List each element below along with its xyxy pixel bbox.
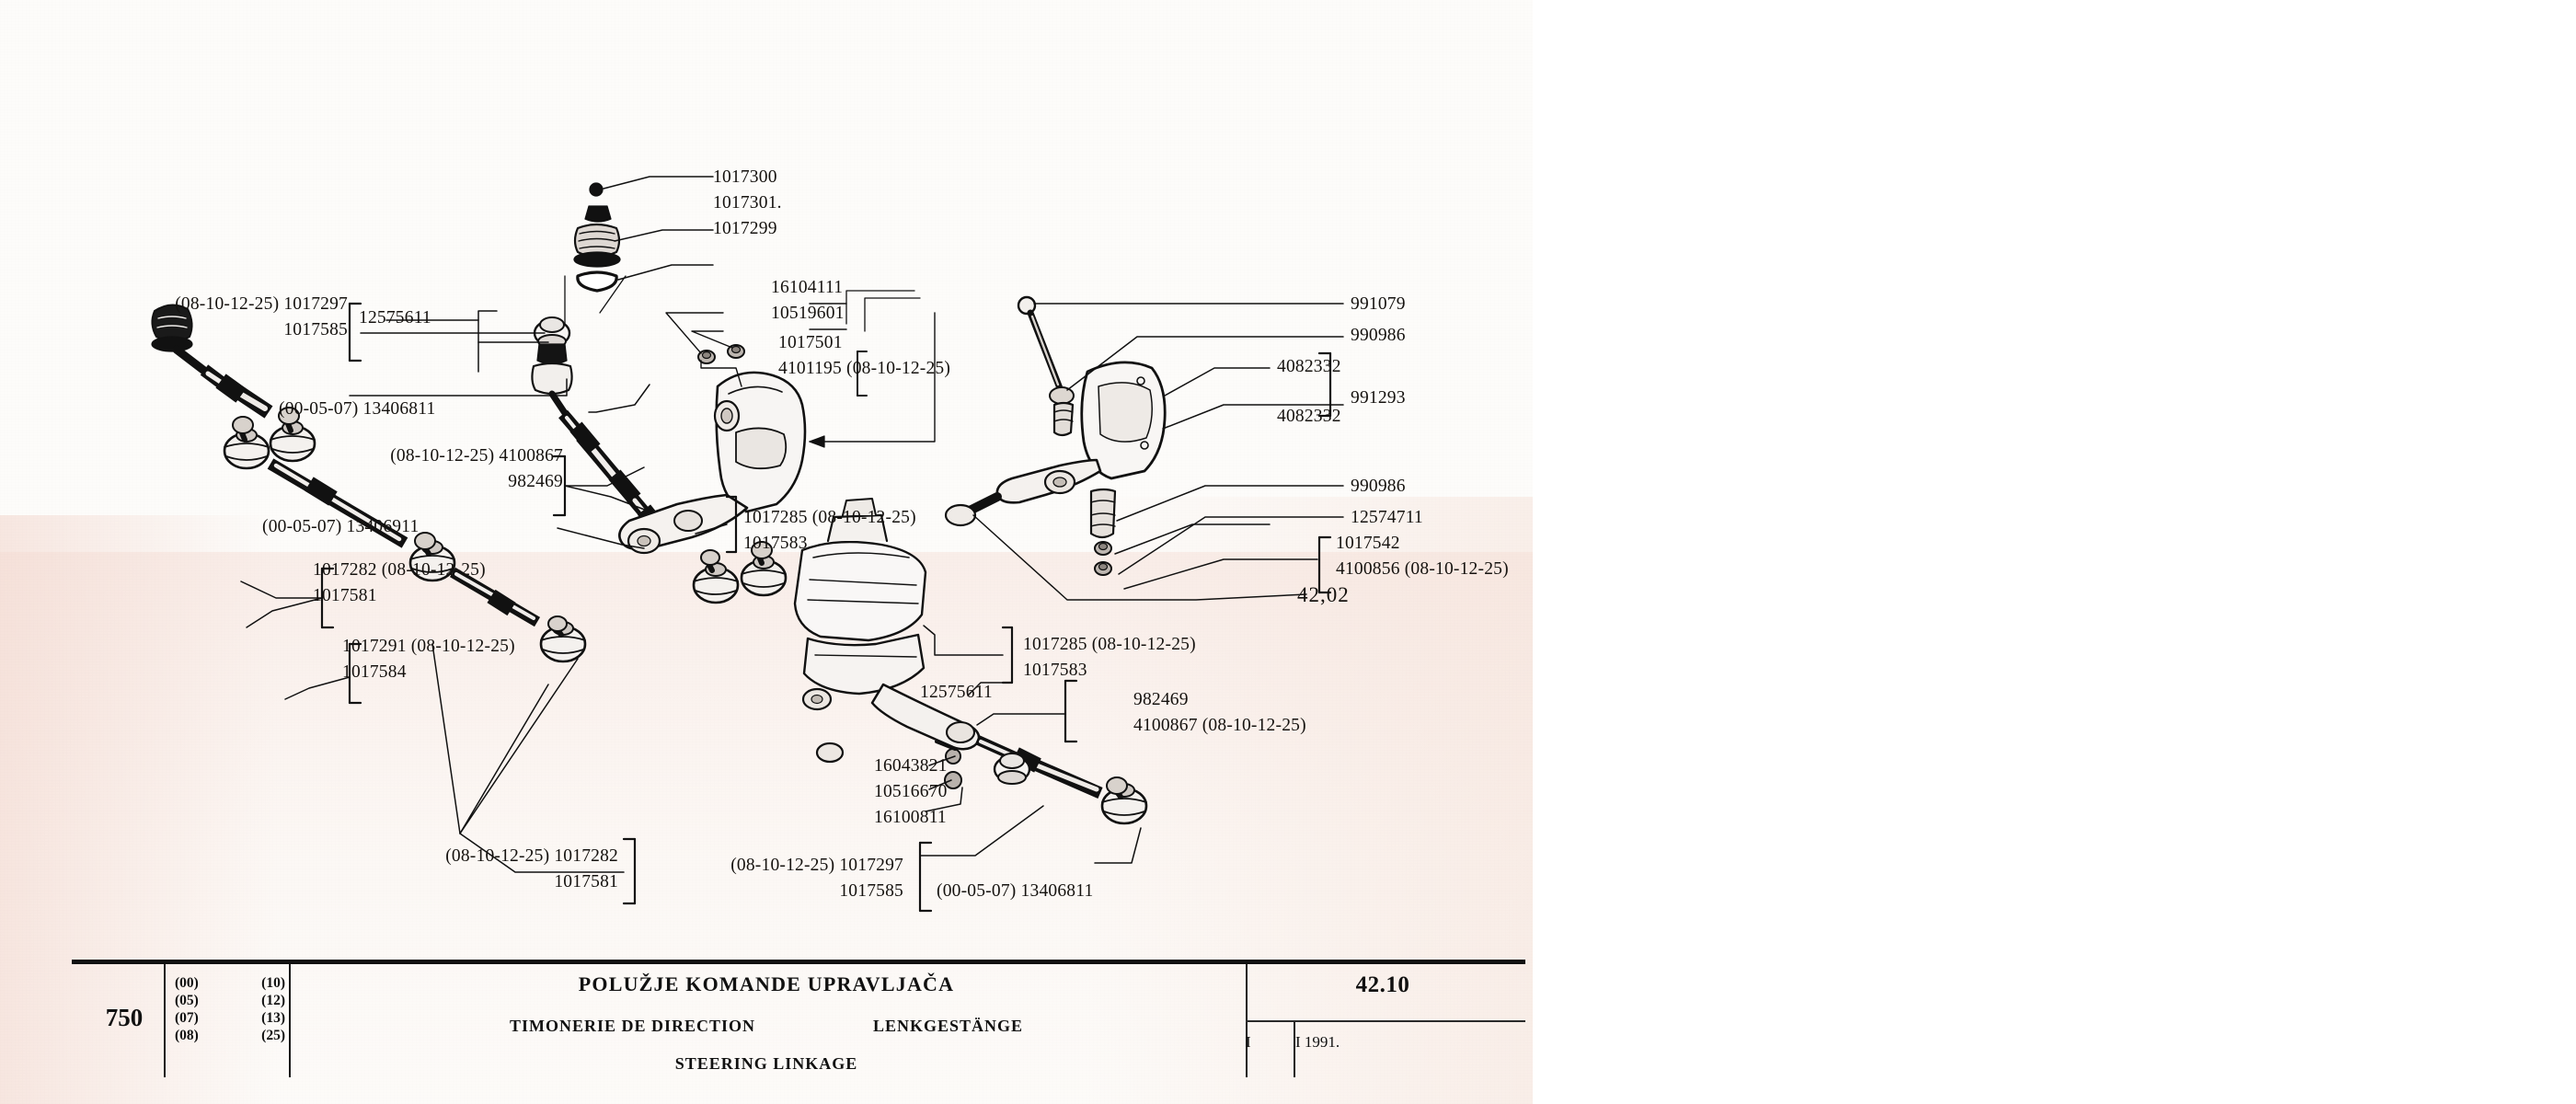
callout-16100811: 16100811 <box>874 808 947 827</box>
callout-4082332-upper: 4082332 <box>1277 357 1341 376</box>
callout-1017297-bottom: (08-10-12-25) 1017297 <box>730 856 903 875</box>
code-right: (13) <box>261 1010 285 1026</box>
left-lower-tie-rod <box>151 304 587 663</box>
callout-1017581-mid: 1017581 <box>313 586 377 605</box>
code-row: (07) (13) <box>175 1009 285 1027</box>
code-left: (05) <box>175 993 199 1008</box>
callout-4082332-lower: 4082332 <box>1277 407 1341 426</box>
callout-12574711: 12574711 <box>1351 508 1423 527</box>
plate-title-german: LENKGESTÄNGE <box>873 1017 1024 1035</box>
code-right: (10) <box>261 975 285 991</box>
callout-13406811-bottom: (00-05-07) 13406811 <box>937 881 1094 901</box>
code-row: (00) (10) <box>175 974 285 992</box>
callout-1017300: 1017300 <box>713 167 777 187</box>
plate-title-row-2: TIMONERIE DE DIRECTION LENKGESTÄNGE <box>302 1017 1231 1036</box>
callout-12575611-lower: 12575611 <box>920 683 993 702</box>
callout-1017297-upper: (08-10-12-25) 1017297 <box>175 294 348 314</box>
callout-1017301: 1017301. <box>713 193 782 213</box>
callout-1017581-bottom: 1017581 <box>554 872 618 891</box>
code-right: (12) <box>261 993 285 1008</box>
paper-tint-left <box>0 515 276 1104</box>
callout-4100867-upper: (08-10-12-25) 4100867 <box>390 446 563 466</box>
callout-10516670: 10516670 <box>874 782 948 801</box>
callout-982469-upper: 982469 <box>508 472 563 491</box>
title-block-divider-1 <box>164 964 166 1077</box>
callout-4100856: 4100856 (08-10-12-25) <box>1336 559 1509 579</box>
top-ball-stud-detail <box>573 182 621 293</box>
callout-10519601: 10519601 <box>771 304 845 323</box>
title-block-divider-2 <box>289 964 291 1077</box>
code-left: (07) <box>175 1010 199 1026</box>
callout-4100867-lower: 4100867 (08-10-12-25) <box>1133 716 1306 735</box>
plate-title-group: POLUŽJE KOMANDE UPRAVLJAČA TIMONERIE DE … <box>302 972 1231 1074</box>
callout-1017583-upper: 1017583 <box>743 534 808 553</box>
callout-982469-lower: 982469 <box>1133 690 1189 709</box>
code-left: (00) <box>175 975 199 991</box>
code-row: (08) (25) <box>175 1027 285 1044</box>
callout-1017282-mid: 1017282 (08-10-12-25) <box>313 560 486 580</box>
code-row: (05) (12) <box>175 992 285 1009</box>
callout-16043821: 16043821 <box>874 756 948 776</box>
plate-title-serbian: POLUŽJE KOMANDE UPRAVLJAČA <box>578 972 955 995</box>
callout-16104111: 16104111 <box>771 278 844 297</box>
callout-1017285-upper: 1017285 (08-10-12-25) <box>743 508 916 527</box>
callout-1017583-lower: 1017583 <box>1023 661 1087 680</box>
paper-tint-right <box>1086 497 1533 1104</box>
callout-1017584: 1017584 <box>342 662 407 682</box>
group-number: 750 <box>105 1004 144 1031</box>
code-right: (25) <box>261 1028 285 1043</box>
callout-12575611-upper: 12575611 <box>359 308 431 328</box>
callout-1017585-bottom: 1017585 <box>839 881 903 901</box>
cross-reference-4202: 42,02 <box>1297 583 1350 606</box>
callout-990986-upper: 990986 <box>1351 326 1406 345</box>
right-knuckle-assembly <box>944 295 1167 576</box>
callout-991079: 991079 <box>1351 294 1406 314</box>
plate-number: 42.10 <box>1355 972 1410 997</box>
callout-13406811-upper: (00-05-07) 13406811 <box>279 399 436 419</box>
callout-1017585-upper: 1017585 <box>283 320 348 339</box>
steering-gear-box <box>793 498 1148 825</box>
callout-1017291: 1017291 (08-10-12-25) <box>342 637 515 656</box>
revision-mark: I <box>1246 1033 1251 1051</box>
callout-991293: 991293 <box>1351 388 1406 408</box>
callout-1017285-lower: 1017285 (08-10-12-25) <box>1023 635 1196 654</box>
callout-4101195: 4101195 (08-10-12-25) <box>778 359 951 378</box>
issue-date: I 1991. <box>1295 1033 1340 1051</box>
plate-title-french: TIMONERIE DE DIRECTION <box>509 1017 755 1035</box>
callout-1017299: 1017299 <box>713 219 777 238</box>
plate-title-english: STEERING LINKAGE <box>674 1054 858 1073</box>
callout-1017501: 1017501 <box>778 333 843 352</box>
center-pitman-arm-upper <box>618 344 807 604</box>
exploded-assembly-drawing <box>151 176 1344 913</box>
title-block-rule-plate <box>1246 1020 1525 1022</box>
callout-1017542: 1017542 <box>1336 534 1400 553</box>
title-block: 750 (00) (10) (05) (12) (07) (13) (08) (… <box>72 960 1525 1077</box>
code-left: (08) <box>175 1028 199 1043</box>
callout-13406911: (00-05-07) 13406911 <box>262 517 420 536</box>
callout-1017282-bottom: (08-10-12-25) 1017282 <box>445 846 618 866</box>
title-block-divider-4 <box>1294 1020 1295 1077</box>
scanned-page: 1017300 1017301. 1017299 (08-10-12-25) 1… <box>0 0 1533 1104</box>
title-block-top-rule <box>72 960 1525 964</box>
callout-990986-lower: 990986 <box>1351 477 1406 496</box>
model-code-table: (00) (10) (05) (12) (07) (13) (08) (25) <box>175 974 285 1044</box>
